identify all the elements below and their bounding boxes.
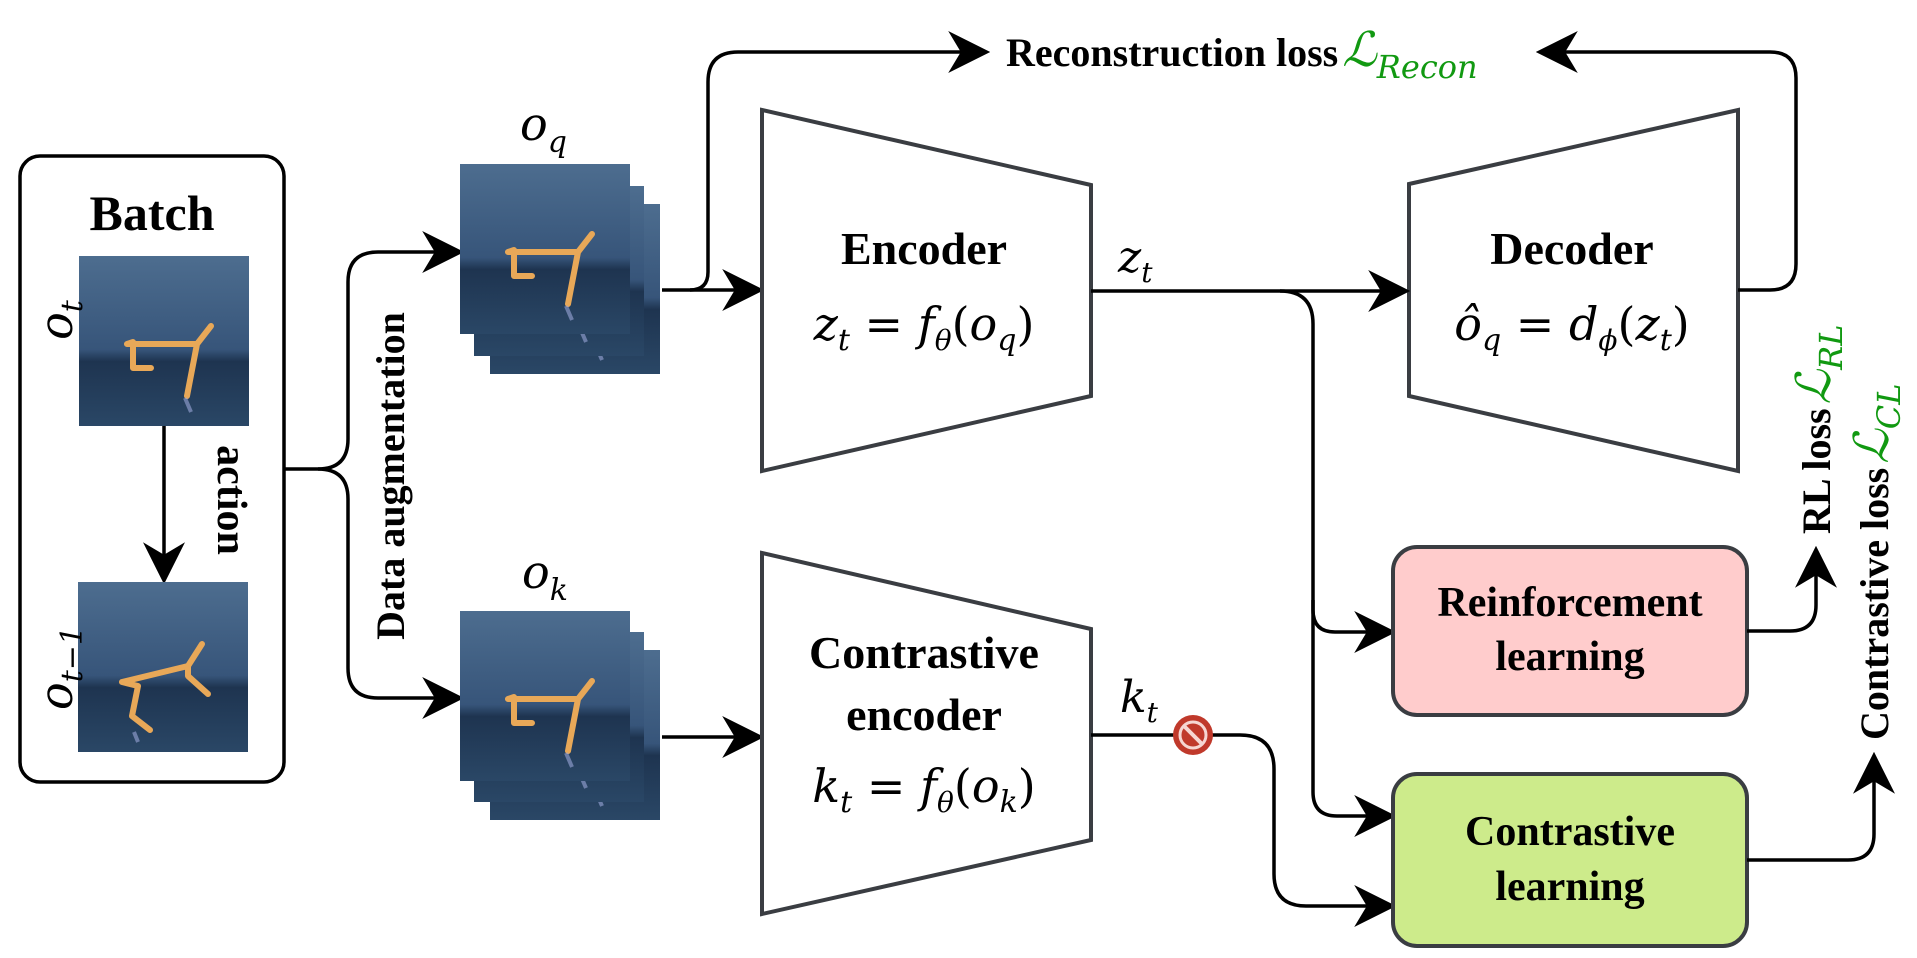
contrastive-learning-line2: learning: [1495, 864, 1644, 910]
contrastive-encoder-title-line1: Contrastive: [809, 627, 1039, 678]
edge-z-to-rl: [1279, 289, 1397, 653]
reinforcement-learning-line2: learning: [1495, 634, 1644, 680]
decoder-formula: ôq = dϕ(zt): [1454, 297, 1689, 358]
reinforcement-learning-box: [1391, 545, 1749, 717]
action-label: action: [208, 445, 254, 555]
edge-k-to-cl: [1091, 733, 1397, 927]
obs-current-label: ot: [29, 299, 90, 340]
latent-z-label: zt: [1117, 232, 1153, 289]
query-obs-label: oq: [520, 97, 567, 160]
reinforcement-learning-line1: Reinforcement: [1437, 580, 1702, 626]
reconstruction-loss-label: Reconstruction lossℒRecon: [1006, 22, 1478, 86]
latent-k-label: kt: [1120, 672, 1159, 729]
key-obs-label: ok: [522, 545, 568, 608]
edge-query-to-recon-loss: [689, 31, 991, 292]
edge-cl-to-cl-loss: [1747, 751, 1895, 862]
contrastive-encoder-formula: kt = fθ(ok): [812, 759, 1035, 820]
batch-title: Batch: [90, 185, 215, 241]
edge-decoder-to-recon-loss: [1535, 31, 1798, 292]
encoder-block: [760, 107, 1093, 474]
contrastive-encoder-block: [760, 550, 1093, 917]
contrastive-loss-label: Contrastive lossℒCL: [1844, 383, 1908, 740]
decoder-title: Decoder: [1490, 223, 1653, 274]
rl-loss-label: RL lossℒRL: [1786, 324, 1850, 534]
contrastive-learning-line1: Contrastive: [1465, 809, 1675, 855]
decoder-block: [1407, 107, 1740, 474]
key-observation-stack: [460, 611, 660, 820]
stop-gradient-icon: [1173, 715, 1213, 755]
encoder-title: Encoder: [841, 223, 1007, 274]
augmentation-label: Data augmentation: [368, 312, 413, 640]
augmentation-edge-key: [317, 467, 465, 719]
obs-prev-label: ot−1: [29, 626, 90, 710]
observation-image-current: [79, 256, 249, 426]
edge-rl-to-rl-loss: [1747, 545, 1837, 633]
query-observation-stack: [460, 164, 660, 374]
edge-z-to-cl: [1311, 600, 1397, 837]
contrastive-encoder-title-line2: encoder: [846, 689, 1002, 740]
augmentation-edge-query: [284, 231, 465, 471]
encoder-formula: zt = fθ(oq): [813, 297, 1035, 358]
contrastive-learning-box: [1391, 772, 1749, 948]
observation-image-previous: [78, 582, 248, 752]
